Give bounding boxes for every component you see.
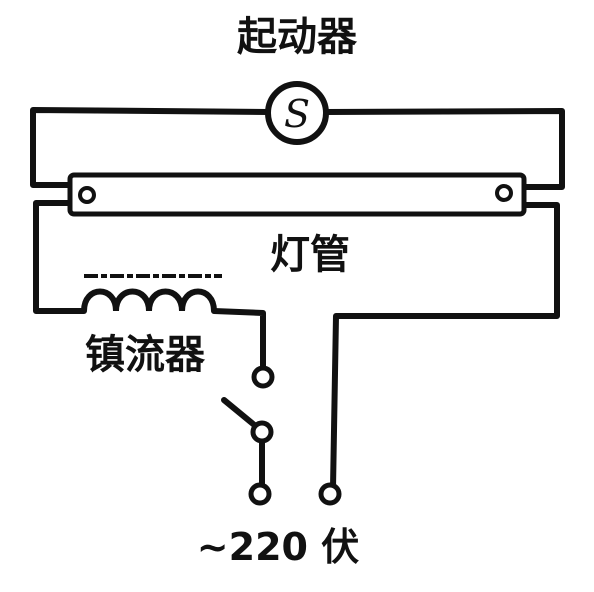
switch	[221, 365, 275, 444]
supply-label: ~220 伏	[197, 525, 359, 569]
switch-terminal-pivot	[250, 420, 274, 444]
wire-starter-left	[30, 107, 271, 188]
supply-terminal-right	[318, 482, 342, 506]
ballast	[81, 274, 222, 312]
switch-lever	[221, 397, 261, 431]
switch-terminal-top	[251, 365, 275, 389]
starter-symbol: S	[284, 92, 310, 136]
starter: S	[265, 81, 329, 145]
ballast-label: 镇流器	[85, 332, 206, 378]
starter-circle	[265, 81, 329, 145]
wire-ballast-to-switch	[211, 308, 266, 371]
supply-terminal-left	[248, 482, 272, 506]
wire-tube-left-to-ballast	[33, 200, 87, 314]
ballast-coil	[81, 288, 217, 312]
fluorescent-tube	[67, 172, 527, 217]
wire-tube-right-to-mains	[330, 202, 560, 491]
tube-body	[67, 172, 527, 217]
tube-left-filament	[78, 186, 96, 204]
wire-starter-right	[323, 108, 565, 190]
tube-right-filament	[495, 184, 513, 202]
tube-label: 灯管	[270, 232, 350, 278]
starter-label: 起动器	[237, 14, 358, 60]
